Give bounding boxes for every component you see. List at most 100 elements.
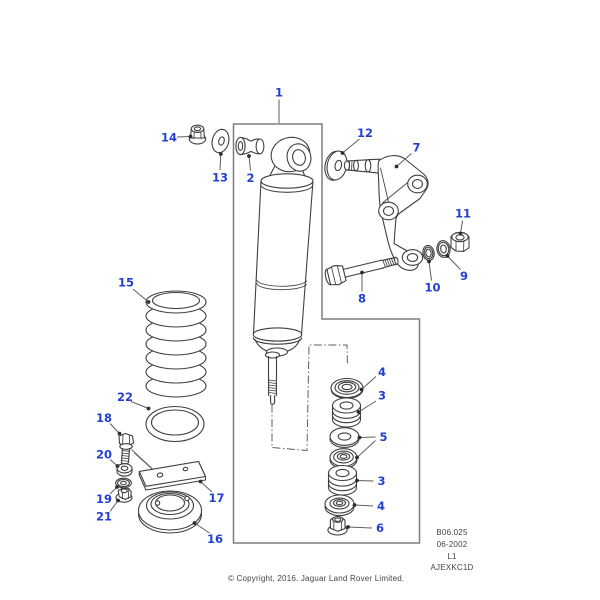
part-8-bolt-drawing-shape (331, 265, 343, 285)
leader-dot-4 (359, 387, 364, 392)
callout-label-18: 18 (96, 411, 112, 425)
part-12-washer-drawing (324, 150, 348, 181)
leader-dot-9 (445, 254, 450, 258)
part-7-bracket-drawing-shape (380, 167, 413, 204)
leader-line-5 (356, 440, 376, 458)
leader-dot-20 (115, 464, 120, 468)
part-2-bush-drawing-shape (239, 150, 261, 156)
copyright-text: © Copyright, 2016. Jaguar Land Rover Lim… (228, 574, 405, 583)
part-1-shock-absorber-drawing-shape (268, 379, 277, 394)
leader-line-17 (200, 481, 213, 493)
part-18-bolt-drawing-shape (120, 450, 130, 462)
part-3-lower-bush-drawing-shape (335, 468, 350, 478)
part-22-ring-drawing-shape (150, 409, 200, 436)
part-1-boundary-box (232, 123, 421, 544)
callout-label-16: 16 (207, 532, 223, 546)
part-14-nut-drawing (188, 124, 207, 145)
leader-dot-10 (427, 259, 431, 264)
callout-label-3: 3 (378, 389, 386, 403)
part-7-bracket-drawing-shape (411, 179, 424, 189)
part-1-shock-absorber-drawing (252, 136, 314, 405)
callout-label-1: 1 (275, 86, 283, 100)
leader-dot-2 (247, 154, 251, 158)
leader-line-3 (356, 480, 374, 482)
callout-label-14: 14 (161, 131, 177, 145)
part-1-shock-absorber-drawing-shape (256, 279, 308, 291)
part-20-nut-drawing (116, 463, 133, 477)
part-18-bolt-drawing (118, 432, 135, 465)
leader-dot-15 (146, 300, 151, 304)
part-22-ring-drawing (145, 405, 205, 443)
part-20-nut-drawing-shape (120, 465, 129, 471)
leader-line-4 (361, 376, 377, 390)
leader-dot-17 (198, 479, 203, 484)
part-2-bush-drawing-shape (255, 138, 265, 155)
callout-label-21: 21 (96, 510, 112, 524)
leader-dot-6 (346, 525, 350, 529)
callout-label-19: 19 (96, 492, 112, 506)
part-4-lower-washer-drawing-shape (335, 500, 344, 506)
part-6-nut-drawing-shape (334, 517, 342, 522)
part-7-bracket-drawing-shape (355, 159, 369, 173)
leader-line-16 (194, 522, 210, 534)
part-1-shock-absorber-drawing-shape (252, 180, 314, 335)
part-17-plate-drawing (138, 460, 207, 491)
leader-line-18 (109, 423, 120, 434)
leader-line-12 (342, 138, 360, 154)
part-21-nut-drawing-shape (120, 488, 128, 494)
part-7-bracket-drawing-shape (364, 159, 372, 173)
part-4-lower-washer-drawing-shape (324, 506, 355, 517)
callout-label-10: 10 (424, 281, 440, 295)
leader-dot-3 (356, 410, 361, 414)
part-4-lower-washer-drawing (324, 494, 355, 517)
part-3-upper-bush-drawing (331, 397, 362, 428)
callout-label-6: 6 (376, 521, 384, 535)
plate-code-block: B06.025 06-2002 L1 AJEXKC1D (400, 527, 504, 574)
part-15-coil-spring-drawing (145, 290, 207, 398)
leader-dot-14 (188, 134, 193, 139)
leader-dot-4 (352, 503, 357, 507)
callout-label-4: 4 (378, 365, 386, 379)
leader-dot-12 (340, 151, 345, 155)
part-1-shock-absorber-drawing-shape (270, 394, 276, 405)
leader-line-10 (428, 261, 432, 281)
part-8-bolt-drawing-shape (393, 256, 399, 265)
part-17-plate-drawing-shape (156, 472, 164, 478)
leader-dot-19 (115, 485, 119, 489)
callout-label-11: 11 (455, 207, 471, 221)
part-1-shock-absorber-drawing-shape (264, 351, 281, 359)
part-17-plate-drawing-shape (182, 466, 189, 472)
part-13-washer-drawing (211, 128, 230, 154)
part-10-washer-drawing-shape (425, 248, 432, 258)
part-2-bush-drawing-shape (237, 141, 244, 151)
part-4-upper-washer-drawing (330, 377, 364, 399)
part-2-bush-drawing-shape (239, 136, 261, 142)
part-1-shock-absorber-drawing-shape (252, 327, 303, 342)
part-12-washer-drawing-shape (334, 159, 343, 172)
part-9-washer-drawing-shape (440, 244, 447, 254)
part-16-spring-seat-drawing-shape (154, 500, 161, 506)
leader-dot-5 (355, 455, 359, 460)
part-4-upper-washer-drawing-shape (341, 383, 353, 391)
leader-line-14 (176, 136, 191, 138)
leader-dot-22 (146, 406, 151, 411)
leader-line-9 (447, 255, 461, 270)
leader-dot-18 (117, 431, 122, 436)
part-16-spring-seat-drawing-shape (137, 513, 203, 534)
part-1-shock-absorber-drawing-shape (292, 149, 306, 166)
leader-line-4 (354, 504, 374, 507)
part-16-spring-seat-drawing-shape (184, 495, 190, 502)
part-7-bracket-drawing-shape (406, 253, 419, 262)
part-18-bolt-drawing-shape (119, 443, 133, 450)
part-7-bracket-drawing-shape (353, 159, 359, 172)
callout-label-20: 20 (96, 448, 112, 462)
leader-dot-21 (116, 498, 120, 503)
callout-label-17: 17 (208, 491, 224, 505)
callout-label-15: 15 (118, 276, 134, 290)
part-5-upper-washer-drawing-shape (329, 438, 360, 448)
part-5-lower-washer-drawing (329, 448, 358, 469)
stamp-line-4: AJEXKC1D (430, 563, 474, 573)
leader-line-22 (130, 401, 149, 409)
callout-label-22: 22 (117, 390, 133, 404)
